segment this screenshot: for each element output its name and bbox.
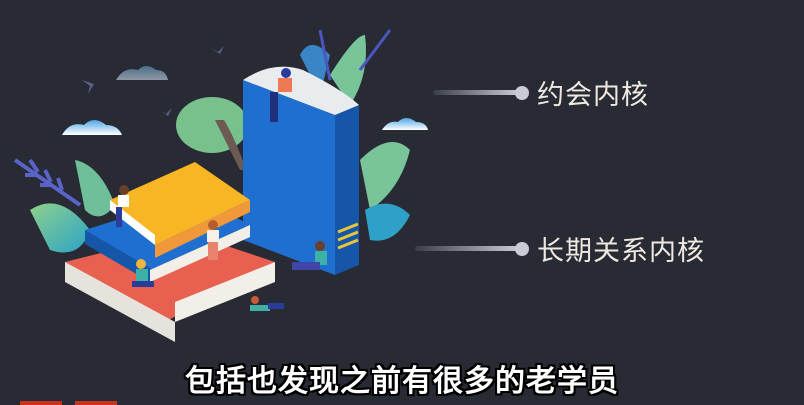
- connector-line: [433, 90, 519, 95]
- callout-label: 长期关系内核: [537, 236, 705, 267]
- callout-long-term-core: 长期关系内核: [415, 229, 705, 268]
- bird-icon: [82, 46, 224, 116]
- progress-marker: [20, 401, 62, 405]
- cloud-icon: [62, 66, 428, 135]
- connector-dot: [515, 241, 529, 256]
- video-subtitle: 包括也发现之前有很多的老学员: [185, 364, 619, 399]
- connector-line: [415, 246, 519, 251]
- progress-marker: [75, 401, 117, 405]
- callout-dating-core: 约会内核: [433, 73, 649, 112]
- connector-dot: [515, 85, 529, 100]
- callout-label: 约会内核: [537, 80, 649, 111]
